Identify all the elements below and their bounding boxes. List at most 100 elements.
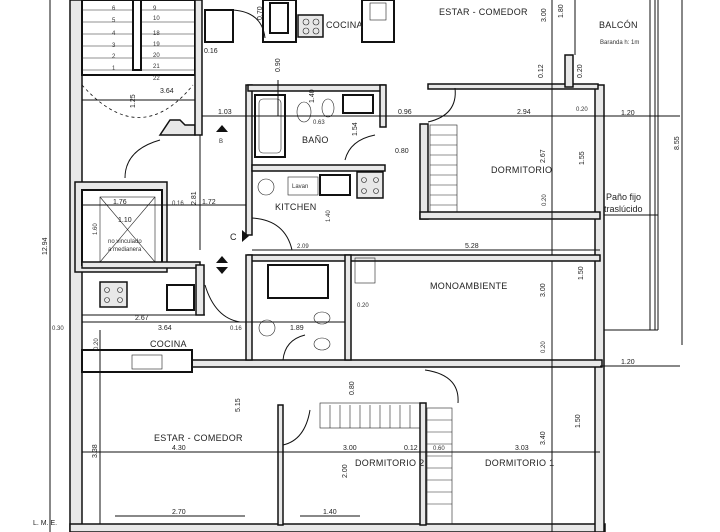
svg-text:1.89: 1.89: [290, 325, 304, 332]
svg-text:1.03: 1.03: [218, 109, 232, 116]
kitchen-unit: [251, 171, 384, 251]
top-kitchen-fixtures: [204, 0, 395, 43]
outer-dimension-lines: [49, 0, 683, 532]
svg-text:COCINA: COCINA: [326, 20, 363, 30]
svg-text:2.67: 2.67: [135, 315, 149, 322]
svg-text:9: 9: [153, 6, 157, 12]
svg-text:3.00: 3.00: [343, 445, 357, 452]
svg-text:20: 20: [153, 53, 160, 59]
svg-text:0.60: 0.60: [433, 446, 445, 452]
svg-text:Baranda h: 1m: Baranda h: 1m: [600, 40, 639, 46]
svg-text:19: 19: [153, 42, 160, 48]
svg-text:C: C: [230, 232, 237, 242]
svg-text:10: 10: [153, 16, 160, 22]
svg-text:2: 2: [112, 54, 116, 60]
svg-text:1.50: 1.50: [578, 266, 585, 280]
svg-text:1.40: 1.40: [323, 509, 337, 516]
svg-text:1.40: 1.40: [309, 89, 316, 103]
svg-text:L. M. E.: L. M. E.: [33, 520, 57, 527]
svg-text:ESTAR - COMEDOR: ESTAR - COMEDOR: [439, 7, 528, 17]
svg-text:MONOAMBIENTE: MONOAMBIENTE: [430, 281, 508, 291]
svg-text:0.16: 0.16: [172, 201, 184, 207]
svg-text:3.00: 3.00: [541, 8, 548, 22]
wall-right: [594, 84, 605, 532]
svg-text:1.60: 1.60: [93, 223, 99, 235]
svg-text:12.94: 12.94: [42, 237, 49, 255]
svg-text:0.20: 0.20: [541, 341, 547, 353]
svg-text:BAÑO: BAÑO: [302, 135, 329, 145]
svg-text:0.20: 0.20: [577, 64, 584, 78]
room-labels: COCINA ESTAR - COMEDOR BALCÓN Baranda h:…: [33, 7, 643, 527]
svg-text:2.70: 2.70: [172, 509, 186, 516]
svg-text:0.12: 0.12: [538, 64, 545, 78]
svg-text:DORMITORIO 2: DORMITORIO 2: [355, 458, 424, 468]
svg-text:1.76: 1.76: [113, 199, 127, 206]
kitchen-lower: [81, 261, 241, 373]
svg-text:1.50: 1.50: [575, 414, 582, 428]
svg-text:4: 4: [112, 31, 116, 37]
svg-text:ESTAR - COMEDOR: ESTAR - COMEDOR: [154, 433, 243, 443]
svg-text:1.80: 1.80: [558, 4, 565, 18]
svg-text:5.15: 5.15: [235, 398, 242, 412]
svg-text:0.63: 0.63: [313, 120, 325, 126]
svg-text:Paño fijo: Paño fijo: [606, 192, 641, 202]
elevator: [74, 139, 168, 273]
svg-text:0.80: 0.80: [349, 381, 356, 395]
svg-text:8.55: 8.55: [674, 136, 681, 150]
svg-text:COCINA: COCINA: [150, 339, 187, 349]
stairs: [81, 0, 200, 136]
svg-text:1.10: 1.10: [118, 217, 132, 224]
svg-text:4.30: 4.30: [172, 445, 186, 452]
section-marker-a: [216, 256, 228, 274]
svg-text:5: 5: [112, 18, 116, 24]
dimension-lines: [82, 80, 680, 517]
svg-text:3.64: 3.64: [160, 88, 174, 95]
svg-text:2.00: 2.00: [342, 464, 349, 478]
svg-text:1.20: 1.20: [621, 110, 635, 117]
svg-text:0.30: 0.30: [52, 326, 64, 332]
svg-text:0.16: 0.16: [204, 48, 218, 55]
dimension-labels: 12.94 8.55 3.64 1.25 1.03 0.16 0.90 0.70…: [42, 4, 681, 516]
stair-step-numbers: 6 5 4 3 2 1 9 10 18 19 20 21 22: [112, 6, 160, 82]
svg-text:22: 22: [153, 76, 160, 82]
svg-text:DORMITORIO: DORMITORIO: [491, 165, 552, 175]
svg-text:3.38: 3.38: [92, 444, 99, 458]
svg-text:1.54: 1.54: [352, 122, 359, 136]
svg-text:0.12: 0.12: [404, 445, 418, 452]
svg-text:3: 3: [112, 43, 116, 49]
svg-text:1.40: 1.40: [326, 210, 332, 222]
svg-text:1.55: 1.55: [579, 151, 586, 165]
svg-text:2.09: 2.09: [297, 244, 309, 250]
monoambiente-bath: [245, 254, 601, 361]
svg-text:0.70: 0.70: [257, 6, 264, 20]
svg-text:2.94: 2.94: [517, 109, 531, 116]
svg-text:2.81: 2.81: [191, 191, 198, 205]
svg-text:0.96: 0.96: [398, 109, 412, 116]
wall-central: [245, 84, 253, 236]
svg-text:21: 21: [153, 64, 160, 70]
svg-text:a medianera: a medianera: [108, 247, 142, 253]
svg-text:1: 1: [112, 66, 116, 72]
svg-text:0.80: 0.80: [395, 148, 409, 155]
wall-stair-right: [194, 0, 203, 136]
section-marker-b: B: [216, 125, 228, 145]
svg-text:0.20: 0.20: [94, 338, 100, 350]
svg-text:0.20: 0.20: [357, 303, 369, 309]
svg-text:2.67: 2.67: [540, 149, 547, 163]
svg-text:18: 18: [153, 31, 160, 37]
section-marker-c: C: [230, 230, 249, 242]
svg-text:KITCHEN: KITCHEN: [275, 202, 317, 212]
svg-text:1.25: 1.25: [130, 94, 137, 108]
svg-text:BALCÓN: BALCÓN: [599, 20, 638, 30]
balcony: [574, 0, 659, 331]
svg-text:6: 6: [112, 6, 116, 12]
svg-text:Lavan: Lavan: [292, 184, 308, 190]
bathroom-top: [247, 84, 387, 172]
svg-text:B: B: [219, 139, 223, 145]
svg-text:1.72: 1.72: [202, 199, 216, 206]
svg-text:0.90: 0.90: [275, 58, 282, 72]
svg-text:3.03: 3.03: [515, 445, 529, 452]
svg-text:DORMITORIO 1: DORMITORIO 1: [485, 458, 554, 468]
svg-text:3.64: 3.64: [158, 325, 172, 332]
